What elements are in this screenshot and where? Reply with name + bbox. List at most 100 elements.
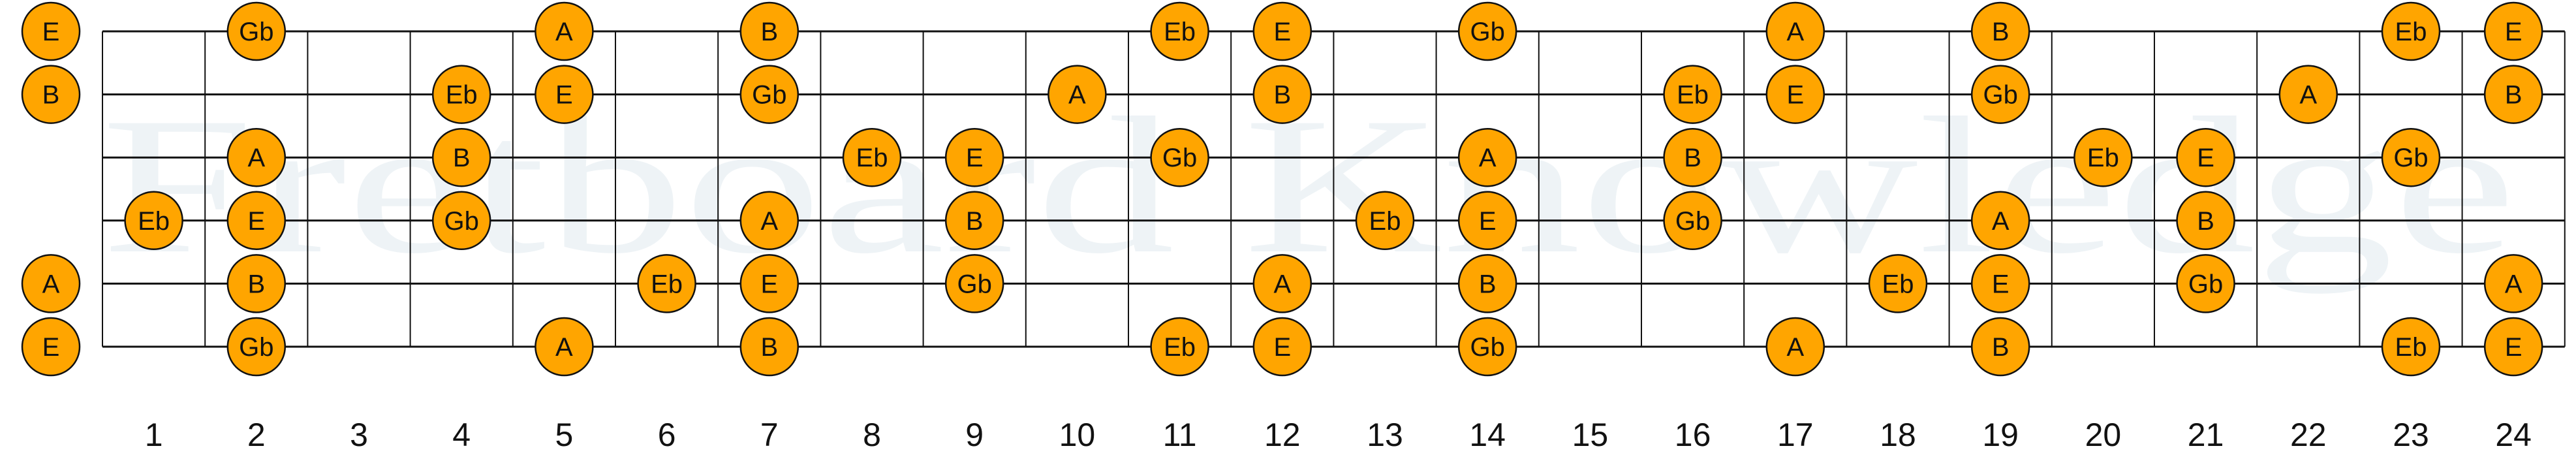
note-label: Eb [446, 81, 478, 110]
note-circle [1970, 65, 2030, 124]
fret-note: Eb [2381, 1, 2441, 61]
fret-note: E [1252, 317, 1312, 377]
watermark-text: Fretboard Knowledge [101, 77, 2516, 294]
fret-number: 15 [1572, 417, 1609, 453]
fret-number: 24 [2495, 417, 2532, 453]
fret-number: 21 [2188, 417, 2224, 453]
fret-note: A [1765, 1, 1825, 61]
note-circle [1252, 317, 1312, 377]
note-label: Gb [1983, 81, 2018, 110]
note-circle [1457, 1, 1517, 61]
fret-number: 3 [350, 417, 368, 453]
note-circle [1457, 127, 1517, 187]
fret-note: Eb [2381, 317, 2441, 377]
note-circle [226, 1, 287, 61]
open-string-note: B [21, 65, 81, 124]
note-circle [1765, 1, 1825, 61]
fret-number: 8 [863, 417, 881, 453]
note-circle [431, 65, 491, 124]
fret-note: Gb [1663, 191, 1722, 251]
note-circle [1252, 254, 1312, 313]
note-circle [2073, 127, 2133, 187]
note-circle [2176, 191, 2235, 251]
fret-number: 23 [2393, 417, 2429, 453]
note-circle [1252, 1, 1312, 61]
note-circle [637, 254, 696, 313]
note-label: Gb [2188, 270, 2223, 298]
fret-note: E [2176, 127, 2235, 187]
note-label: B [1273, 81, 1291, 110]
note-circle [1765, 65, 1825, 124]
fret-note: Gb [2176, 254, 2235, 313]
note-label: B [1479, 270, 1497, 298]
fret-note: B [739, 1, 799, 61]
fret-number: 4 [452, 417, 471, 453]
fret-number: 13 [1367, 417, 1403, 453]
note-label: E [555, 81, 573, 110]
note-circle [1355, 191, 1415, 251]
fret-note: E [944, 127, 1004, 187]
note-label: B [1684, 144, 1701, 172]
note-label: Gb [957, 270, 992, 298]
fret-note: Eb [1150, 317, 1209, 377]
fret-note: B [739, 317, 799, 377]
fret-note: B [1970, 317, 2030, 377]
note-circle [1765, 317, 1825, 377]
note-label: A [555, 333, 573, 362]
note-circle [535, 65, 594, 124]
note-circle [1970, 191, 2030, 251]
note-circle [1970, 254, 2030, 313]
note-label: B [453, 144, 471, 172]
note-label: E [1273, 18, 1291, 46]
note-label: B [247, 270, 265, 298]
note-circle [739, 1, 799, 61]
fret-number: 18 [1880, 417, 1916, 453]
note-label: A [2299, 81, 2317, 110]
fret-number: 7 [760, 417, 779, 453]
note-label: A [1786, 18, 1804, 46]
note-label: E [966, 144, 984, 172]
note-circle [842, 127, 902, 187]
note-circle [1252, 65, 1312, 124]
note-circle [21, 254, 81, 313]
note-label: Eb [2087, 144, 2119, 172]
fret-note: A [1970, 191, 2030, 251]
fret-note: B [1970, 1, 2030, 61]
note-circle [1457, 254, 1517, 313]
note-label: E [247, 207, 265, 236]
fret-note: Gb [739, 65, 799, 124]
note-circle [1150, 127, 1209, 187]
note-label: Gb [444, 207, 479, 236]
note-label: A [1273, 270, 1291, 298]
note-label: Eb [2395, 333, 2427, 362]
note-label: E [42, 333, 60, 362]
note-label: E [1479, 207, 1497, 236]
open-string-note: E [21, 1, 81, 61]
note-circle [944, 191, 1004, 251]
string-lines [102, 30, 2565, 348]
note-label: Eb [1369, 207, 1401, 236]
note-label: A [1068, 81, 1086, 110]
fret-note: E [1252, 1, 1312, 61]
note-label: Gb [2393, 144, 2428, 172]
note-circle [1457, 317, 1517, 377]
note-label: B [42, 81, 60, 110]
fret-note: B [1663, 127, 1722, 187]
note-circle [226, 127, 287, 187]
note-label: Gb [1162, 144, 1197, 172]
note-label: E [2505, 333, 2522, 362]
fret-note: B [1457, 254, 1517, 313]
note-circle [21, 65, 81, 124]
fret-note: Gb [1970, 65, 2030, 124]
note-circle [21, 317, 81, 377]
fret-note: Gb [944, 254, 1004, 313]
note-label: E [1992, 270, 2010, 298]
note-circle [2381, 317, 2441, 377]
fret-number: 9 [965, 417, 984, 453]
note-label: A [42, 270, 60, 298]
note-circle [2176, 127, 2235, 187]
note-label: Gb [1675, 207, 1710, 236]
fret-note: Gb [1150, 127, 1209, 187]
